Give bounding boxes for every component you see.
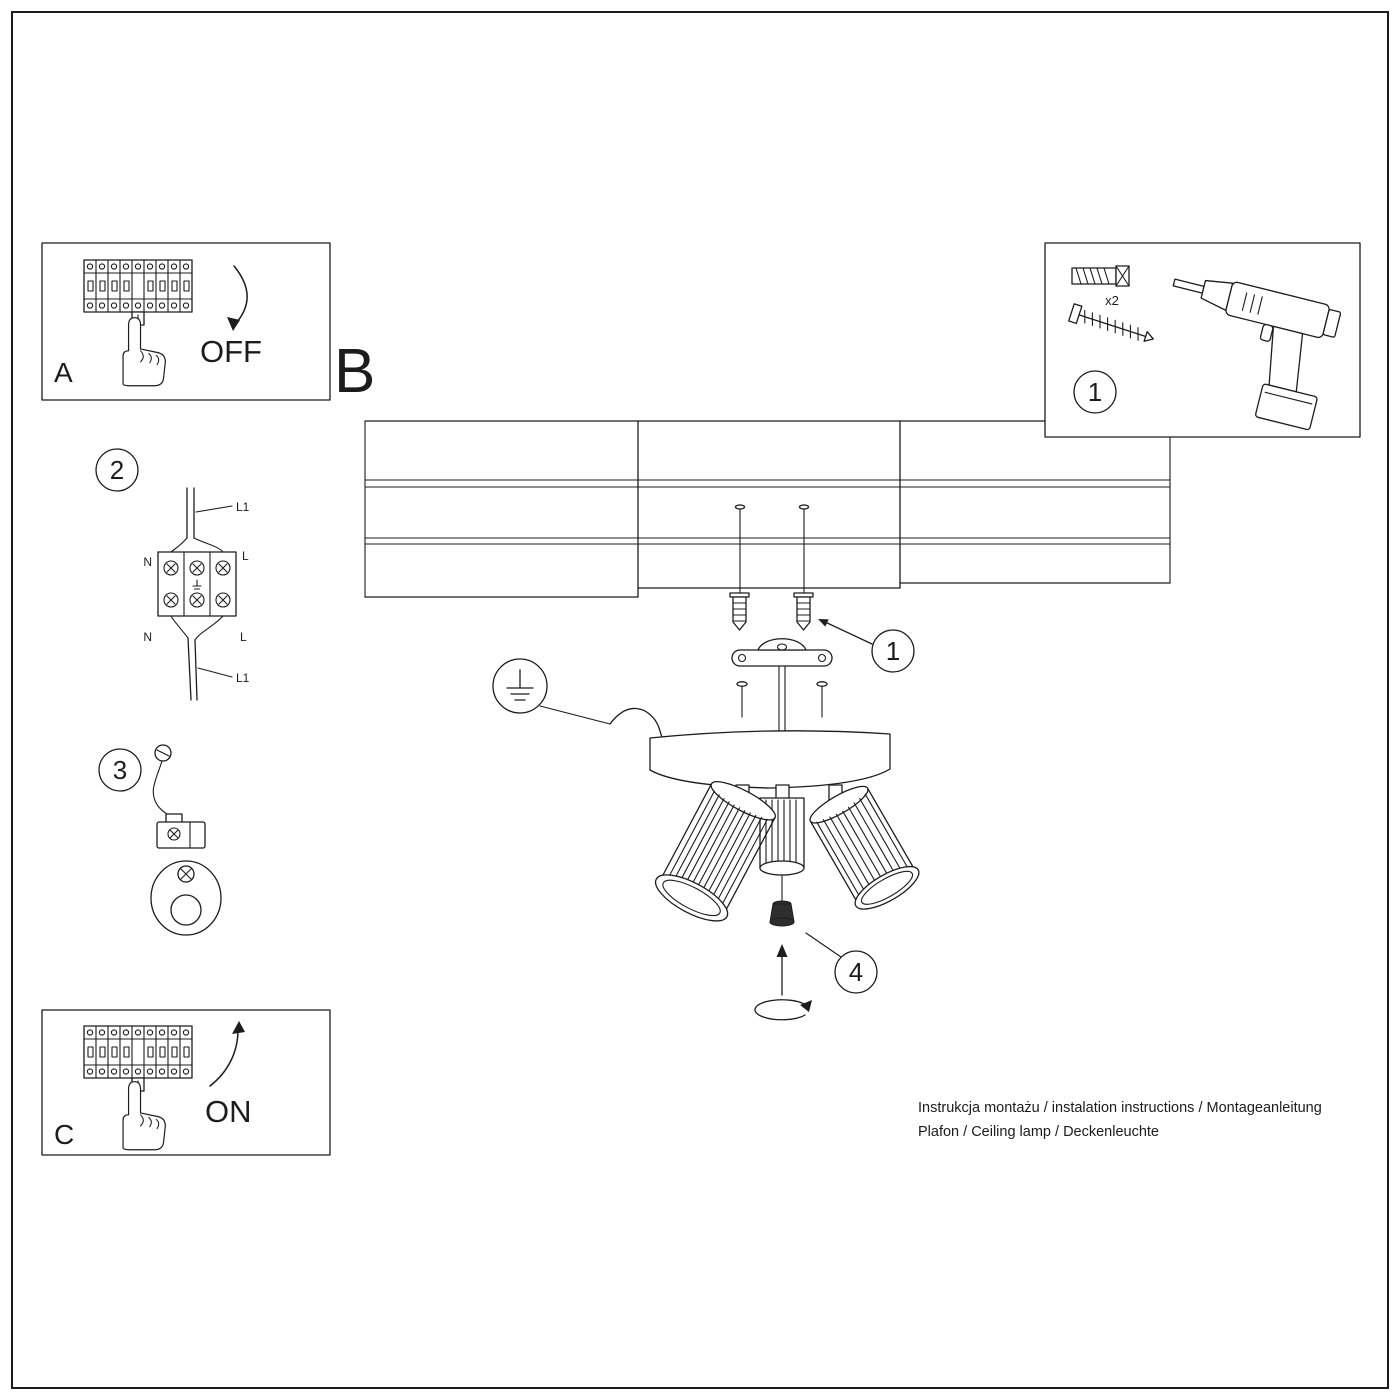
- wire-label-l-top: L: [242, 549, 249, 563]
- mounting-cup: [150, 860, 222, 936]
- canopy-screws: [736, 681, 828, 718]
- footer: Instrukcja montażu / instalation instruc…: [918, 1100, 1322, 1140]
- anchor-icon: [1071, 265, 1130, 287]
- wall-anchor-right: [793, 592, 814, 631]
- bulb: [769, 900, 795, 927]
- wire-label-l1-bottom: L1: [236, 671, 250, 685]
- wire-label-n-bottom: N: [143, 630, 152, 644]
- callout-1-arrowhead: [818, 619, 829, 627]
- footer-line1: Instrukcja montażu / instalation instruc…: [918, 1100, 1322, 1116]
- wire-label-n-top: N: [143, 555, 152, 569]
- rotate-arrow-icon: [754, 999, 812, 1021]
- earth-terminal-step: 3: [98, 744, 222, 936]
- ground-symbol: [492, 658, 548, 714]
- footer-line2: Plafon / Ceiling lamp / Deckenleuchte: [918, 1124, 1159, 1140]
- on-label: ON: [205, 1094, 252, 1129]
- step-2-badge: [95, 448, 139, 492]
- arrow-down-head: [227, 317, 240, 331]
- anchor-quantity: x2: [1105, 293, 1119, 308]
- step-2-number: 2: [110, 455, 124, 485]
- callout-4-badge: [834, 950, 878, 994]
- arrow-up-head: [232, 1021, 245, 1034]
- panel-c-label: C: [54, 1119, 74, 1150]
- section-b-label: B: [334, 337, 375, 406]
- callout-1: 1: [818, 619, 915, 673]
- arrow-down-icon: [233, 265, 248, 323]
- ceiling-planks: [364, 420, 1171, 598]
- callout-1-number: 1: [886, 636, 900, 666]
- screw-icon: [1068, 303, 1154, 342]
- off-label: OFF: [200, 334, 262, 369]
- step-3-badge: [98, 748, 142, 792]
- panel-a-box: OFF A: [41, 242, 331, 401]
- panel-c-box: ON C: [41, 1009, 331, 1156]
- wire-label-l-bottom: L: [240, 630, 247, 644]
- insert-arrow-icon: [776, 944, 788, 996]
- long-screws: [734, 504, 810, 595]
- mounting-bracket: [731, 638, 833, 667]
- step-1-number: 1: [1088, 377, 1102, 407]
- lamp-holder: [156, 813, 206, 849]
- arrow-up-icon: [209, 1029, 239, 1087]
- spot-right: [809, 785, 920, 910]
- wiring-diagram: 2 L1 N L N L L1: [95, 448, 250, 701]
- step-3-number: 3: [113, 755, 127, 785]
- earth-wire: [152, 760, 178, 822]
- callout-4-number: 4: [849, 957, 863, 987]
- hardware-box: x2 1: [1044, 242, 1361, 438]
- page-border: [11, 11, 1389, 1389]
- supply-wire: [609, 707, 663, 738]
- wire-label-l1-top: L1: [236, 500, 250, 514]
- spot-left: [654, 781, 777, 922]
- step-1-badge: [1073, 370, 1117, 414]
- wall-anchor-left: [729, 592, 750, 631]
- panel-a-label: A: [54, 357, 73, 388]
- canopy: [649, 730, 891, 789]
- drill-icon: [1172, 278, 1342, 431]
- callout-4: 4: [805, 932, 878, 994]
- ground-leader: [539, 705, 611, 725]
- callout-1-badge: [871, 629, 915, 673]
